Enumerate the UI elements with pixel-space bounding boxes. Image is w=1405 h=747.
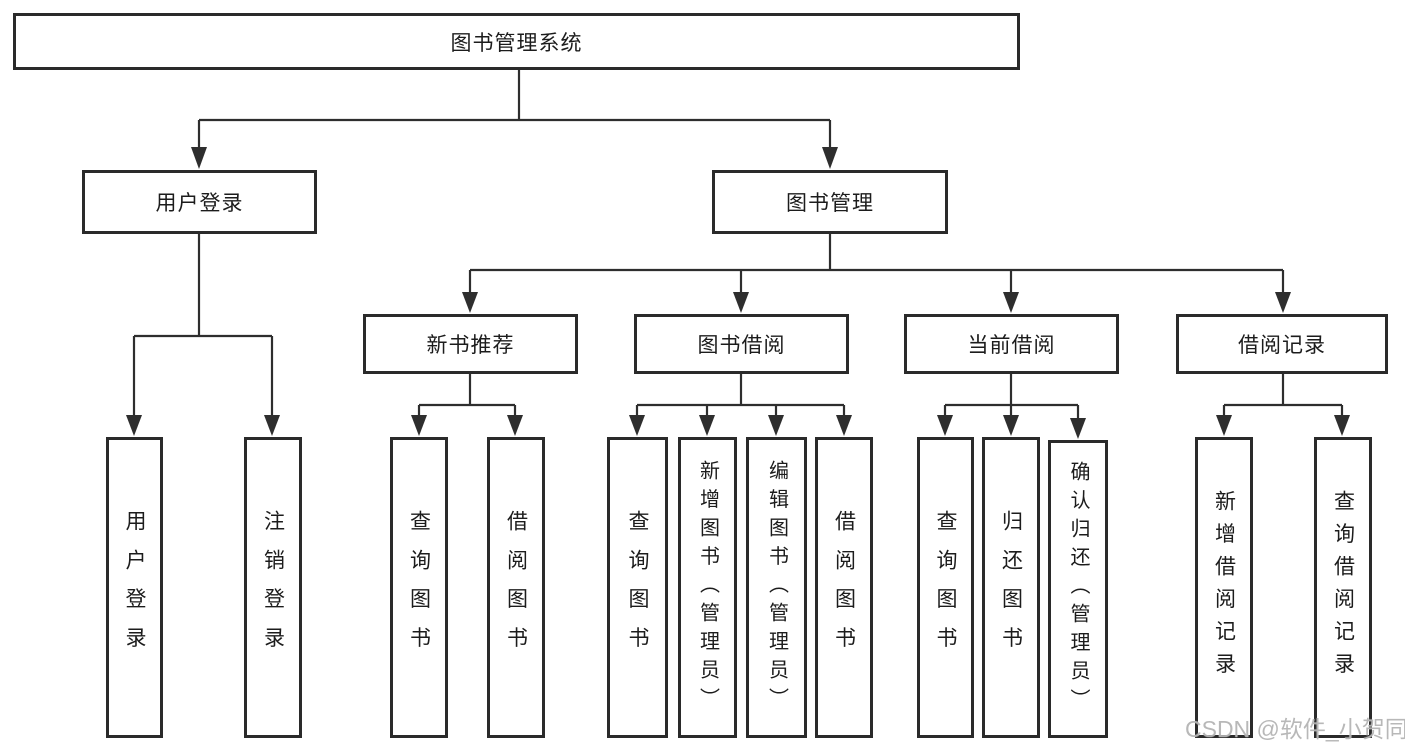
node-label: 当前借阅 <box>967 334 1056 357</box>
leaf-recommend-borrow-book: 借阅图书 <box>487 437 545 738</box>
node-label: 新书推荐 <box>426 334 515 357</box>
leaf-user-login: 用户登录 <box>106 437 163 738</box>
leaf-current-confirm-return-admin: 确认归还（管理员） <box>1048 440 1108 738</box>
node-label: 用户登录 <box>123 509 146 666</box>
node-label: 查询图书 <box>934 509 957 666</box>
node-label: 用户登录 <box>155 192 244 215</box>
leaf-borrow-add-book-admin: 新增图书（管理员） <box>678 437 737 738</box>
leaf-record-add: 新增借阅记录 <box>1195 437 1253 738</box>
node-label: 编辑图书（管理员） <box>765 459 788 716</box>
node-label: 借阅图书 <box>504 509 528 666</box>
leaf-logout: 注销登录 <box>244 437 302 738</box>
node-label: 图书管理系统 <box>450 31 583 55</box>
node-label: 借阅记录 <box>1238 334 1326 357</box>
leaf-borrow-edit-book-admin: 编辑图书（管理员） <box>746 437 807 738</box>
node-label: 图书管理 <box>786 192 874 215</box>
node-label: 查询借阅记录 <box>1331 489 1355 686</box>
leaf-recommend-query-book: 查询图书 <box>390 437 448 738</box>
node-label: 归还图书 <box>999 509 1023 666</box>
node-new-book-recommend: 新书推荐 <box>363 314 578 374</box>
node-label: 新增借阅记录 <box>1212 489 1236 686</box>
node-label: 确认归还（管理员） <box>1067 461 1089 717</box>
leaf-borrow-query-book: 查询图书 <box>607 437 668 738</box>
leaf-record-query: 查询借阅记录 <box>1314 437 1372 738</box>
node-label: 查询图书 <box>626 509 649 666</box>
node-label: 借阅图书 <box>832 509 856 666</box>
node-root: 图书管理系统 <box>13 13 1020 70</box>
node-current-borrow: 当前借阅 <box>904 314 1119 374</box>
node-book-management: 图书管理 <box>712 170 948 234</box>
leaf-current-return-book: 归还图书 <box>982 437 1040 738</box>
node-borrow-record: 借阅记录 <box>1176 314 1388 374</box>
csdn-watermark: CSDN @软件_小贺同学 <box>1185 716 1405 742</box>
node-label: 图书借阅 <box>697 334 786 357</box>
node-label: 注销登录 <box>261 509 285 666</box>
node-book-borrow: 图书借阅 <box>634 314 849 374</box>
leaf-borrow-borrow-book: 借阅图书 <box>815 437 873 738</box>
node-user-login: 用户登录 <box>82 170 317 234</box>
node-label: 新增图书（管理员） <box>696 459 719 716</box>
node-label: 查询图书 <box>407 509 431 666</box>
leaf-current-query-book: 查询图书 <box>917 437 974 738</box>
